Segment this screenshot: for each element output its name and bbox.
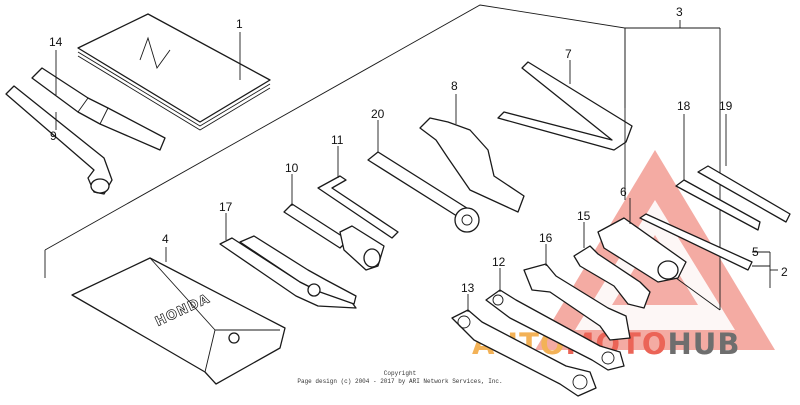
- label-part-10: 10: [285, 161, 299, 175]
- label-part-3: 3: [676, 5, 683, 19]
- copyright-line-1: Copyright: [384, 370, 416, 377]
- part-12-wrench: [485, 268, 625, 371]
- part-7-long-hex-key: [497, 60, 633, 151]
- label-part-1: 1: [236, 17, 243, 31]
- label-part-15: 15: [577, 209, 591, 223]
- part-9-socket-wrench: [5, 85, 113, 195]
- label-part-9: 9: [50, 129, 57, 143]
- part-17-pliers: [219, 213, 357, 309]
- part-16-wrench: [523, 244, 631, 341]
- label-part-14: 14: [49, 35, 63, 49]
- label-part-13: 13: [461, 281, 475, 295]
- label-part-20: 20: [371, 107, 385, 121]
- part-13-wrench: [451, 294, 597, 397]
- label-part-12: 12: [492, 255, 506, 269]
- part-4-tool-bag: HONDA: [71, 247, 286, 385]
- label-part-18: 18: [677, 99, 691, 113]
- label-part-7: 7: [565, 47, 572, 61]
- label-part-19: 19: [719, 99, 733, 113]
- part-11-hex-key: [317, 146, 399, 239]
- watermark-hub: HUB: [668, 327, 741, 361]
- part-19-screwdriver: [697, 114, 791, 223]
- label-part-11: 11: [331, 133, 344, 147]
- part-number-labels: 1 2 3 4 5 6 7 8 9 10 11 12 13 14 15 16 1…: [49, 5, 788, 295]
- label-part-16: 16: [539, 231, 553, 245]
- part-1-tool-bag: [77, 13, 271, 131]
- part-5-screwdriver-bits: [639, 213, 778, 288]
- part-8-pin-spanner: [419, 94, 525, 233]
- part-15-wrench: [573, 222, 651, 309]
- label-part-6: 6: [620, 185, 627, 199]
- part-14-handle: [31, 50, 166, 151]
- label-part-2: 2: [781, 265, 788, 279]
- copyright-notice: Copyright Page design (c) 2004 - 2017 by…: [297, 370, 502, 385]
- part-6-plug-wrench: [597, 198, 687, 283]
- label-part-4: 4: [162, 232, 169, 246]
- part-18-screwdriver: [675, 114, 761, 231]
- part-10-extension: [283, 174, 385, 271]
- label-part-8: 8: [451, 79, 458, 93]
- label-part-17: 17: [219, 200, 233, 214]
- label-part-5: 5: [752, 245, 759, 259]
- copyright-line-2: Page design (c) 2004 - 2017 by ARI Netwo…: [297, 378, 502, 385]
